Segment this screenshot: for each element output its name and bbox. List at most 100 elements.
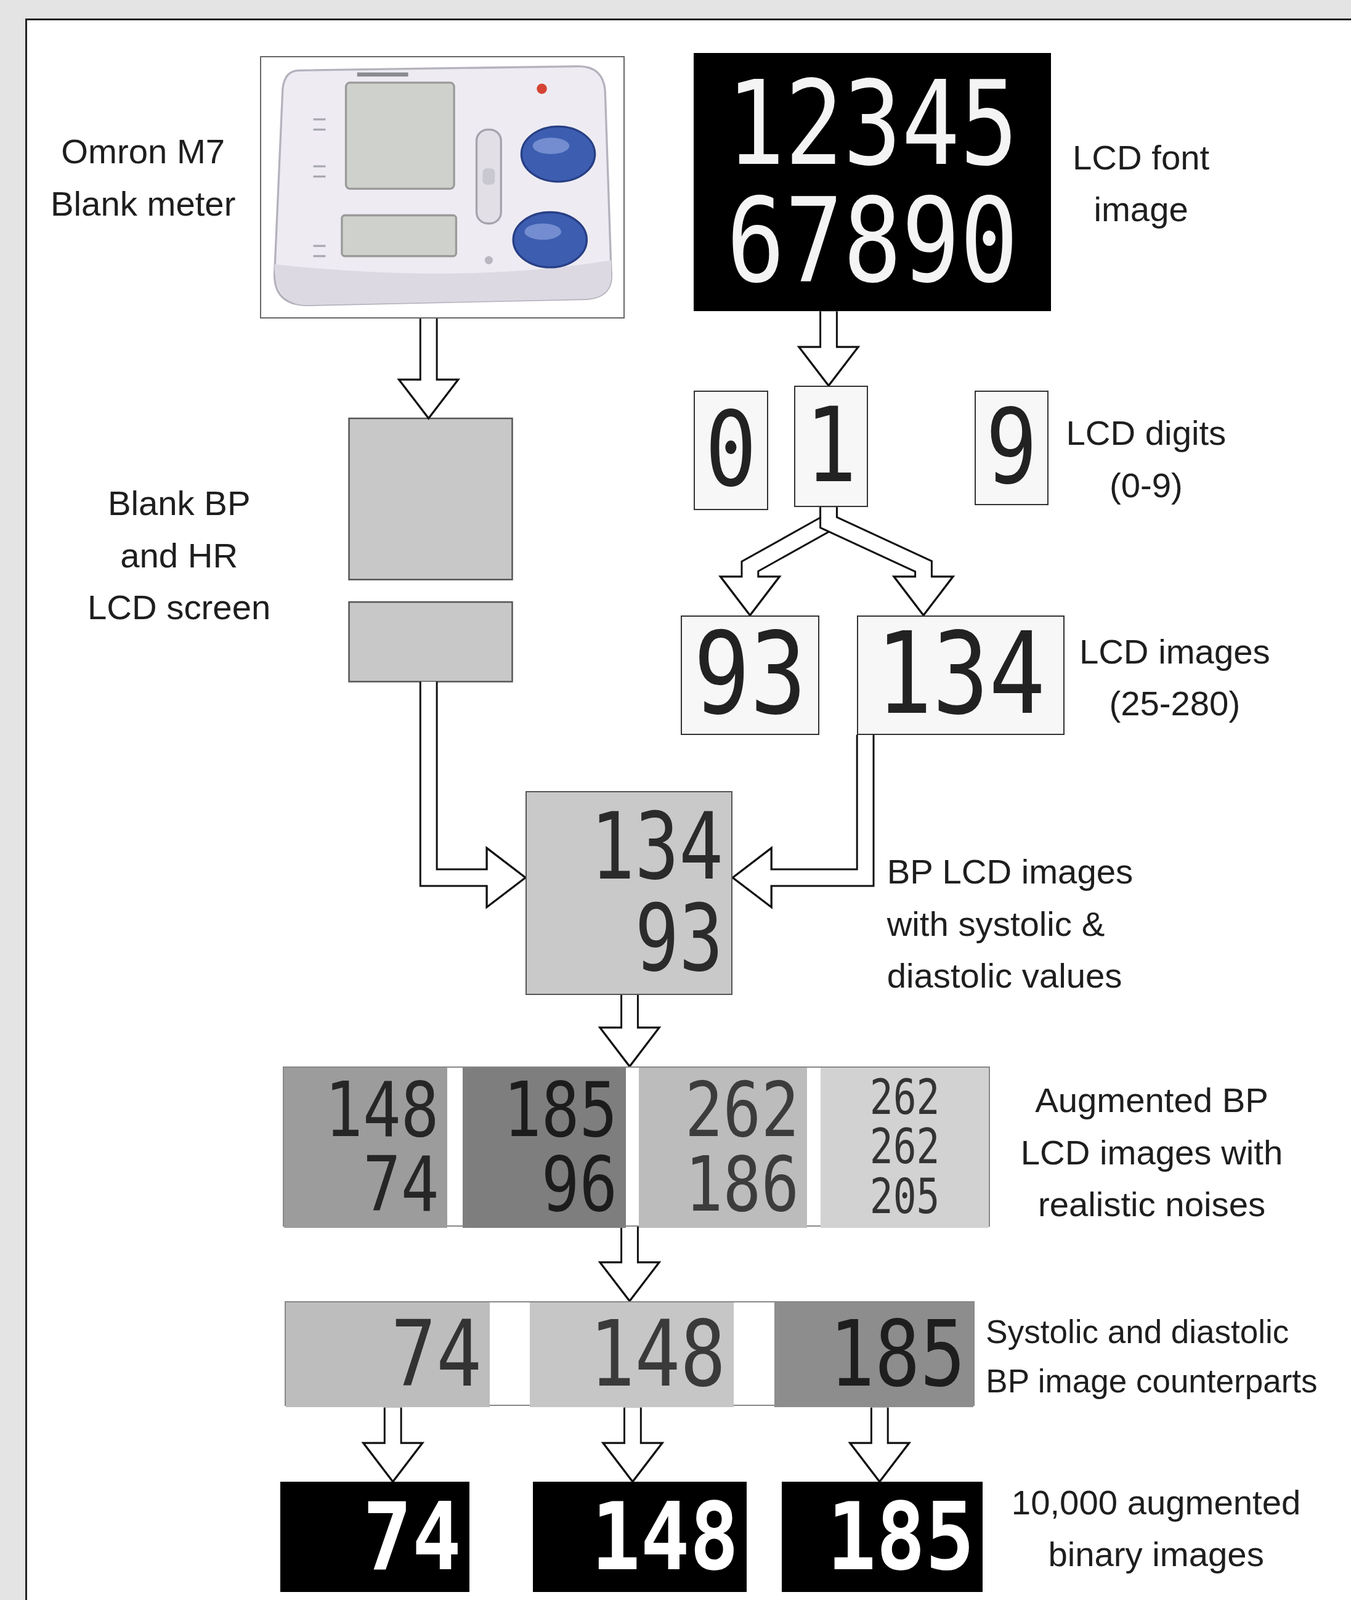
arrow-outline bbox=[428, 681, 489, 878]
image-strip: Systolic and diastolic BP image counterp… bbox=[284, 1301, 975, 1407]
binary-image: 18510,000 augmented binary images bbox=[781, 1481, 983, 1592]
block-arrow bbox=[399, 318, 459, 419]
lcd-number: 185 bbox=[826, 1489, 974, 1584]
arrow-head bbox=[600, 1027, 660, 1067]
stage-caption: Omron M7 Blank meter bbox=[29, 125, 257, 230]
lcd-number: 262 bbox=[685, 1072, 800, 1149]
lcd-panel: 262262205 bbox=[820, 1067, 989, 1228]
stage-caption: Systolic and diastolic BP image counterp… bbox=[985, 1307, 1333, 1406]
block-arrow bbox=[828, 507, 954, 616]
arrow-fill bbox=[622, 994, 637, 1030]
lcd-panel: 1 bbox=[795, 386, 867, 506]
font-image: 1234567890LCD font image bbox=[693, 52, 1051, 312]
arrow-head bbox=[486, 847, 526, 907]
arrow-outline bbox=[828, 507, 924, 579]
lcd-panel: 74 bbox=[280, 1481, 469, 1592]
block-arrow bbox=[428, 681, 526, 907]
binary-image: 148 bbox=[532, 1481, 748, 1592]
arrow-head bbox=[850, 1442, 910, 1482]
augmented-image: 14874 bbox=[283, 1067, 448, 1228]
lcd-number: 134 bbox=[876, 618, 1046, 732]
arrow-outline bbox=[769, 734, 865, 878]
lcd-number: 93 bbox=[693, 618, 807, 732]
stage-caption: LCD images (25-280) bbox=[1072, 625, 1277, 731]
lcd-panel: 185 bbox=[774, 1302, 974, 1408]
meter-illustration bbox=[259, 56, 625, 319]
arrow-outline bbox=[419, 318, 439, 382]
lcd-panel: 0 bbox=[694, 391, 767, 509]
lcd-number: 74 bbox=[362, 1147, 440, 1223]
lcd-panel: 9 bbox=[975, 391, 1048, 504]
arrow-fill bbox=[421, 318, 437, 382]
lcd-number: 186 bbox=[685, 1147, 800, 1223]
image-strip: Augmented BP LCD images with realistic n… bbox=[282, 1066, 990, 1227]
lcd-number: 185 bbox=[503, 1072, 618, 1149]
augmented-image: 18596 bbox=[462, 1067, 626, 1228]
lcd-panel: 1234567890 bbox=[694, 54, 1050, 310]
lcd-image: 134LCD images (25-280) bbox=[856, 615, 1064, 735]
arrow-head bbox=[799, 346, 859, 386]
stage-caption: BP LCD images with systolic & diastolic … bbox=[887, 845, 1163, 1002]
lcd-panel: 93 bbox=[681, 616, 819, 734]
arrow-outline bbox=[749, 507, 829, 579]
block-arrow bbox=[363, 1407, 423, 1482]
binary-image: 74 bbox=[280, 1481, 469, 1592]
arrow-fill bbox=[769, 734, 865, 878]
block-arrow bbox=[600, 994, 660, 1067]
digit-box: 0 bbox=[693, 390, 768, 511]
arrow-head bbox=[720, 576, 780, 616]
augmented-image: 262186 bbox=[638, 1067, 808, 1228]
lcd-number: 148 bbox=[324, 1072, 439, 1149]
lcd-number: 262 bbox=[869, 1123, 941, 1173]
stage-caption: Augmented BP LCD images with realistic n… bbox=[1011, 1074, 1292, 1231]
arrow-outline bbox=[623, 1407, 642, 1445]
arrow-head bbox=[893, 576, 954, 616]
lcd-number: 134 bbox=[590, 800, 724, 893]
block-arrow bbox=[600, 1226, 660, 1302]
lcd-panel: 134 bbox=[858, 616, 1063, 734]
lcd-number: 9 bbox=[985, 396, 1038, 500]
lcd-number: 148 bbox=[589, 1309, 726, 1401]
stage-caption: Blank BP and HR LCD screen bbox=[83, 477, 275, 634]
lcd-number: 67890 bbox=[726, 182, 1019, 300]
block-arrow bbox=[799, 311, 859, 386]
block-arrow bbox=[732, 734, 865, 908]
lcd-number: 74 bbox=[391, 1309, 483, 1401]
arrow-outline bbox=[620, 1226, 639, 1265]
lcd-panel: 262186 bbox=[638, 1067, 808, 1228]
stage-caption: LCD font image bbox=[1054, 131, 1228, 236]
digit-box: 1 bbox=[794, 385, 869, 508]
lcd-number: 74 bbox=[362, 1489, 462, 1584]
augmented-image: 262262205 bbox=[820, 1067, 989, 1228]
stage-caption: 10,000 augmented binary images bbox=[1002, 1476, 1310, 1581]
block-arrow bbox=[850, 1407, 910, 1482]
block-arrow bbox=[603, 1407, 663, 1482]
digit-box: 9LCD digits (0-9) bbox=[974, 390, 1049, 506]
arrow-fill bbox=[749, 507, 829, 579]
lcd-panel: 148 bbox=[532, 1481, 748, 1592]
blank-lcd-screens bbox=[349, 418, 513, 682]
arrow-fill bbox=[622, 1226, 637, 1265]
lcd-image: 93 bbox=[680, 615, 820, 735]
lcd-number: 148 bbox=[591, 1489, 739, 1584]
arrow-outline bbox=[383, 1407, 403, 1445]
lcd-panel: 148 bbox=[529, 1302, 734, 1408]
counterpart-image: 74 bbox=[285, 1302, 490, 1408]
lcd-number: 185 bbox=[829, 1309, 966, 1401]
meter-photo: Omron M7 Blank meter bbox=[259, 56, 625, 319]
lcd-panel: 74 bbox=[285, 1302, 490, 1408]
lcd-number: 262 bbox=[869, 1073, 941, 1123]
stage-caption: LCD digits (0-9) bbox=[1049, 407, 1244, 512]
lcd-number: 96 bbox=[541, 1147, 618, 1223]
arrow-head bbox=[399, 379, 459, 419]
arrow-head bbox=[600, 1262, 660, 1302]
lcd-number: 1 bbox=[805, 394, 857, 498]
bp-display: 13493BP LCD images with systolic & diast… bbox=[525, 791, 733, 995]
block-arrow bbox=[720, 507, 829, 616]
lcd-number: 0 bbox=[705, 399, 758, 503]
arrow-fill bbox=[385, 1407, 401, 1445]
arrow-fill bbox=[625, 1407, 641, 1445]
lcd-panel: 18596 bbox=[462, 1067, 626, 1228]
lcd-number: 93 bbox=[634, 892, 724, 985]
